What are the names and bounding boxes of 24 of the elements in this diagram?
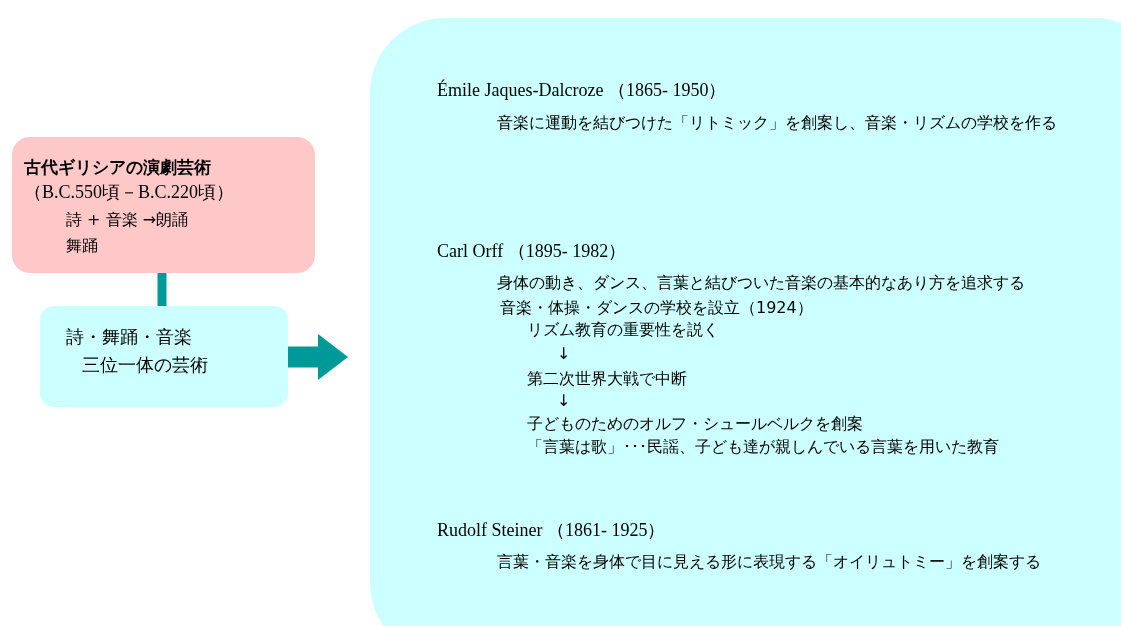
description-text: 身体の動き、ダンス、言葉と結びついた音楽の基本的なあり方を追求する <box>497 273 1025 293</box>
box-text: 詩 + 音楽 →朗誦 <box>66 210 189 230</box>
summary-box <box>40 306 288 407</box>
block-arrow <box>288 334 348 380</box>
content-panel <box>370 18 1121 626</box>
box-text: 三位一体の芸術 <box>82 354 208 376</box>
description-text: 音楽・体操・ダンスの学校を設立（1924） <box>500 298 813 318</box>
description-text: ↓ <box>557 391 571 411</box>
description-text: ↓ <box>557 344 571 364</box>
title-text: 古代ギリシアの演劇芸術 <box>24 157 211 178</box>
description-text: 子どものためのオルフ・シュールベルクを創案 <box>527 414 863 434</box>
description-text: 「言葉は歌」･･･民謡、子ども達が親しんでいる言葉を用いた教育 <box>527 437 999 457</box>
person-heading: Rudolf Steiner （1861- 1925） <box>437 520 666 542</box>
person-heading: Émile Jaques-Dalcroze （1865- 1950） <box>437 80 727 102</box>
description-text: 音楽に運動を結びつけた「リトミック」を創案し、音楽・リズムの学校を作る <box>497 113 1057 133</box>
connector-bar <box>157 273 167 306</box>
description-text: 第二次世界大戦で中断 <box>527 369 687 389</box>
box-text: （B.C.550頃－B.C.220頃） <box>24 182 235 204</box>
box-text: 詩・舞踊・音楽 <box>66 326 192 348</box>
heading-box <box>12 137 315 273</box>
description-text: 言葉・音楽を身体で目に見える形に表現する「オイリュトミー」を創案する <box>497 552 1041 572</box>
box-text: 舞踊 <box>66 236 98 256</box>
description-text: リズム教育の重要性を説く <box>527 320 719 340</box>
person-heading: Carl Orff （1895- 1982） <box>437 241 627 263</box>
